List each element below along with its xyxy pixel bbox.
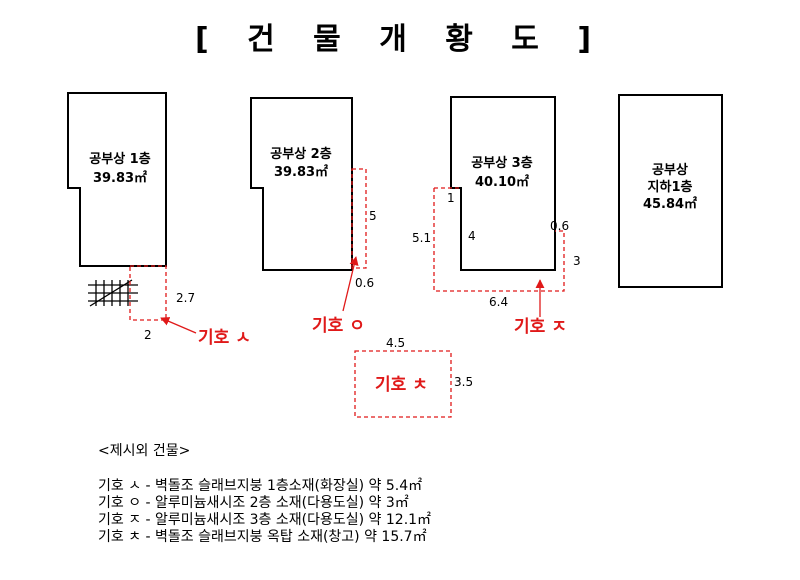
floor-2-outline (250, 97, 353, 271)
annex-a-width: 2 (144, 328, 152, 342)
annex-b-outline (351, 168, 367, 269)
diagram-title: [ 건 물 개 황 도 ] (194, 22, 606, 57)
floor-2-label: 공부상 2층 (270, 146, 331, 162)
basement-plan: 공부상 지하1층 45.84㎡ (618, 94, 723, 288)
legend: <제시외 건물> 기호 ㅅ - 벽돌조 슬래브지붕 1층소재(화장실) 약 5.… (98, 440, 658, 546)
floor-3-area: 40.10㎡ (475, 174, 529, 190)
annex-b-symbol: 기호 ㅇ (312, 316, 365, 336)
annex-c-dim-5-1: 5.1 (412, 231, 431, 245)
annex-b-height: 5 (369, 209, 377, 223)
legend-row-a: 기호 ㅅ - 벽돌조 슬래브지붕 1층소재(화장실) 약 5.4㎡ (98, 478, 423, 494)
annex-b-width: 0.6 (355, 276, 374, 290)
annex-a-outline (129, 265, 167, 321)
annex-d-symbol: 기호 ㅊ (375, 375, 428, 395)
floor-2-plan: 공부상 2층 39.83㎡ 5 0.6 기호 ㅇ (250, 97, 377, 336)
annex-c-symbol: 기호 ㅈ (514, 317, 567, 337)
annex-c-outline (433, 187, 565, 292)
floor-1-plan: 공부상 1층 39.83㎡ 2.7 2 기호 ㅅ (67, 92, 251, 348)
annex-a-arrow (160, 317, 197, 334)
annex-c-dim-0-6: 0.6 (550, 219, 569, 233)
annex-a-symbol: 기호 ㅅ (198, 328, 251, 348)
annex-c-dim-4: 4 (468, 229, 476, 243)
annex-d-outline (354, 350, 452, 418)
floor-3-label: 공부상 3층 (471, 155, 532, 171)
floor-1-label: 공부상 1층 (89, 151, 150, 167)
basement-label-line1: 공부상 (652, 163, 688, 178)
legend-row-d: 기호 ㅊ - 벽돌조 슬래브지붕 옥탑 소재(창고) 약 15.7㎡ (98, 529, 427, 545)
basement-area: 45.84㎡ (643, 196, 697, 212)
annex-b-arrow (342, 256, 359, 312)
legend-heading: <제시외 건물> (98, 443, 191, 459)
floor-2-area: 39.83㎡ (274, 164, 328, 180)
floor-1-outline (67, 92, 167, 267)
legend-row-b: 기호 ㅇ - 알루미늄새시조 2층 소재(다용도실) 약 3㎡ (98, 495, 409, 511)
annex-c-dim-6-4: 6.4 (489, 295, 508, 309)
basement-label-line2: 지하1층 (648, 179, 693, 195)
annex-a-height: 2.7 (176, 291, 195, 305)
annex-c-dim-1: 1 (447, 191, 455, 205)
annex-d-height: 3.5 (454, 375, 473, 389)
annex-c-dim-3: 3 (573, 254, 581, 268)
basement-outline (618, 94, 723, 288)
annex-d: 4.5 3.5 기호 ㅊ (354, 336, 473, 418)
floor-1-area: 39.83㎡ (93, 170, 147, 186)
floor-3-plan: 공부상 3층 40.10㎡ 1 4 5.1 0.6 3 6.4 기호 ㅈ (412, 96, 581, 337)
legend-row-c: 기호 ㅈ - 알루미늄새시조 3층 소재(다용도실) 약 12.1㎡ (98, 512, 432, 528)
annex-d-width: 4.5 (386, 336, 405, 350)
